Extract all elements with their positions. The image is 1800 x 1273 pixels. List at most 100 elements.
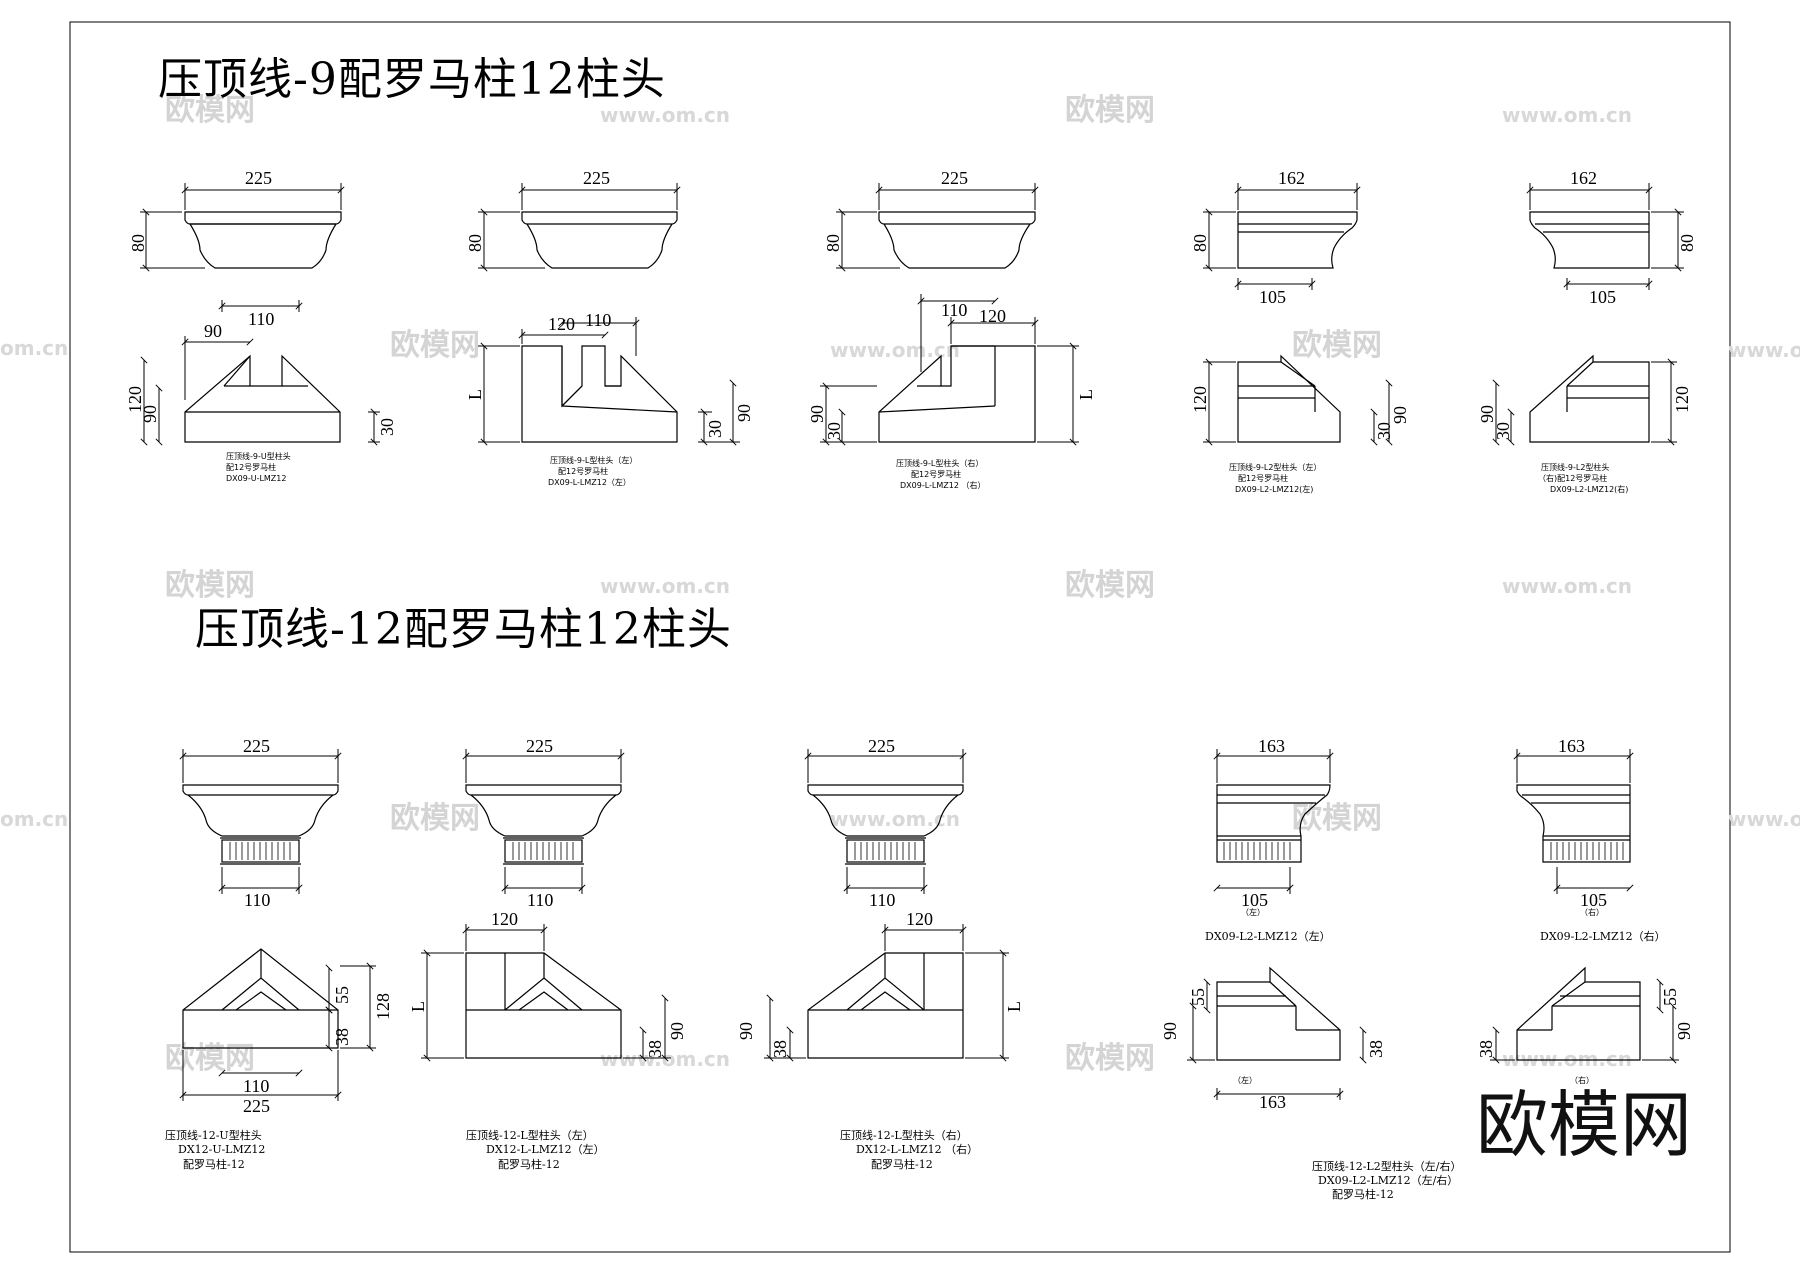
note-line: 压顶线-9-L型柱头（右） bbox=[896, 458, 983, 468]
dim-plan-right-inner: 30 bbox=[705, 420, 725, 438]
plan-view bbox=[1216, 966, 1341, 1061]
dim-plan-left-outer: 90 bbox=[736, 1022, 756, 1040]
dim-width: 225 bbox=[243, 736, 270, 756]
svg-text:www.om.cn: www.om.cn bbox=[1728, 807, 1800, 831]
row2-item-u: 225 110 110 225 55 38 128 压顶线-12-U型柱头 DX… bbox=[165, 736, 393, 1171]
svg-text:欧模网: 欧模网 bbox=[1292, 801, 1382, 836]
svg-text:www.om.cn: www.om.cn bbox=[1502, 103, 1632, 127]
plan-bottom-note: （左） bbox=[1233, 1075, 1257, 1085]
svg-text:www.om.cn: www.om.cn bbox=[1502, 1047, 1632, 1071]
dim-plan-right: 38 bbox=[1366, 1040, 1386, 1058]
dim-plan-top-left: 120 bbox=[548, 314, 575, 334]
note-line: 配12号罗马柱 bbox=[911, 469, 961, 479]
note-line: 配12号罗马柱 bbox=[226, 462, 276, 472]
note-line: 配12号罗马柱 bbox=[558, 466, 608, 476]
svg-text:欧模网: 欧模网 bbox=[165, 1041, 255, 1076]
dim-plan-right-outer: 90 bbox=[1390, 406, 1410, 424]
dim-base: 110 bbox=[869, 890, 895, 910]
row1-item-l-right: 225 80 110 120 90 30 L 压顶线-9-L型柱头（右） 配12… bbox=[807, 168, 1096, 490]
dim-plan-left-outer: 90 bbox=[1477, 405, 1497, 423]
dim-width: 225 bbox=[583, 168, 610, 188]
svg-text:www.om.cn: www.om.cn bbox=[600, 574, 730, 598]
note-line: DX09-L-LMZ12 （右） bbox=[900, 480, 985, 490]
elevation-profile bbox=[184, 211, 342, 269]
dim-plan-left-outer: 120 bbox=[125, 386, 145, 413]
note-line: DX12-U-LMZ12 bbox=[178, 1143, 265, 1156]
note-line: DX09-L2-LMZ12(左) bbox=[1235, 484, 1313, 494]
note-line: DX09-L-LMZ12（左） bbox=[548, 477, 631, 487]
dim-plan-top-right: 120 bbox=[979, 306, 1006, 326]
dim-plan-top: 120 bbox=[491, 909, 518, 929]
svg-text:欧模网: 欧模网 bbox=[1292, 328, 1382, 363]
plan-view bbox=[807, 952, 964, 1059]
dim-width: 225 bbox=[526, 736, 553, 756]
note-line: DX09-U-LMZ12 bbox=[226, 474, 286, 483]
dim-height: 80 bbox=[823, 234, 843, 252]
dim-plan-right: 30 bbox=[377, 418, 397, 436]
dim-width: 225 bbox=[868, 736, 895, 756]
dim-plan-top-right: 110 bbox=[585, 310, 611, 330]
row2-item-l2-right: 163 105 （右） DX09-L2-LMZ12（右） 38 55 90 （右… bbox=[1312, 736, 1694, 1201]
plan-view bbox=[184, 354, 341, 443]
plan-view bbox=[1529, 354, 1650, 443]
dim-plan-right-outer: 90 bbox=[667, 1022, 687, 1040]
elevation-profile bbox=[1529, 211, 1650, 269]
dim-plan-top: 90 bbox=[204, 321, 222, 341]
caption: DX09-L2-LMZ12（右） bbox=[1540, 929, 1666, 943]
note-line: 压顶线-9-U型柱头 bbox=[226, 451, 291, 461]
note-line: 压顶线-12-L型柱头（右） bbox=[840, 1128, 968, 1142]
dim-plan-right-b: 38 bbox=[332, 1028, 352, 1046]
note-line: 压顶线-12-U型柱头 bbox=[165, 1128, 262, 1142]
dim-plan-left-outer: 90 bbox=[807, 405, 827, 423]
plan-view bbox=[182, 948, 339, 1049]
dim-base: 105 bbox=[1241, 890, 1268, 910]
dim-plan-left: L bbox=[465, 389, 485, 400]
note-line: 压顶线-9-L2型柱头 bbox=[1541, 462, 1609, 472]
dim-width: 162 bbox=[1570, 168, 1597, 188]
dimension-lines bbox=[140, 183, 345, 312]
dim-width: 162 bbox=[1278, 168, 1305, 188]
note-line: （右)配12号罗马柱 bbox=[1538, 473, 1607, 483]
sheet-border bbox=[69, 21, 1731, 1253]
dim-base: 105 bbox=[1259, 287, 1286, 307]
dim-plan-left: L bbox=[408, 1001, 428, 1012]
svg-text:欧模网: 欧模网 bbox=[165, 568, 255, 603]
svg-text:om.cn: om.cn bbox=[0, 807, 68, 831]
svg-text:欧模网: 欧模网 bbox=[390, 801, 480, 836]
note-line: DX12-L-LMZ12 （右） bbox=[856, 1142, 978, 1156]
note-line: 压顶线-9-L型柱头（左） bbox=[550, 455, 637, 465]
dim-base: 110 bbox=[248, 309, 274, 329]
svg-text:www.om.cn: www.om.cn bbox=[1502, 574, 1632, 598]
dim-plan-right: L bbox=[1076, 389, 1096, 400]
note-line: 压顶线-12-L2型柱头（左/右） bbox=[1312, 1159, 1461, 1173]
row2-item-l-right: 225 110 120 L 90 38 压顶线-12-L型柱头（右） DX12-… bbox=[736, 736, 1024, 1171]
dim-plan-right-outer: 90 bbox=[734, 404, 754, 422]
dim-height: 80 bbox=[465, 234, 485, 252]
elevation-profile bbox=[807, 784, 964, 865]
dim-width: 225 bbox=[245, 168, 272, 188]
dim-width: 163 bbox=[1558, 736, 1585, 756]
elevation-profile bbox=[1237, 211, 1358, 269]
dim-plan-right-a: 55 bbox=[332, 986, 352, 1004]
dim-plan-right-total: 128 bbox=[373, 993, 393, 1020]
dim-plan-top: 120 bbox=[906, 909, 933, 929]
dim-plan-bottom-inner: 110 bbox=[243, 1076, 269, 1096]
row2-item-l2-left: 163 105 （左） DX09-L2-LMZ12（左） 90 55 38 （左… bbox=[1160, 736, 1386, 1112]
svg-text:www.om.cn: www.om.cn bbox=[830, 807, 960, 831]
dim-plan-right-inner: 38 bbox=[645, 1040, 665, 1058]
row1-item-l2-right: 162 80 105 90 30 120 压顶线-9-L2型柱头 （右)配12号… bbox=[1477, 168, 1697, 494]
row1-item-l2-left: 162 80 105 120 30 90 压顶线-9-L2型柱头（左） 配12号… bbox=[1190, 168, 1410, 494]
note-line: 配12号罗马柱 bbox=[1238, 473, 1288, 483]
plan-view bbox=[1237, 354, 1341, 443]
section-title-2: 压顶线-12配罗马柱12柱头 bbox=[195, 604, 732, 655]
note-line: 配罗马柱-12 bbox=[1332, 1187, 1394, 1201]
brand-logo: 欧模网 bbox=[1476, 1083, 1692, 1167]
dim-plan-right-a: 55 bbox=[1660, 988, 1680, 1006]
elevation-profile bbox=[521, 211, 678, 269]
elevation-profile bbox=[465, 784, 622, 865]
dim-width: 225 bbox=[941, 168, 968, 188]
note-line: DX09-L2-LMZ12（左/右） bbox=[1318, 1173, 1458, 1187]
dim-height: 80 bbox=[1677, 234, 1697, 252]
dim-plan-left-inner: 38 bbox=[770, 1040, 790, 1058]
svg-text:欧模网: 欧模网 bbox=[1065, 1041, 1155, 1076]
